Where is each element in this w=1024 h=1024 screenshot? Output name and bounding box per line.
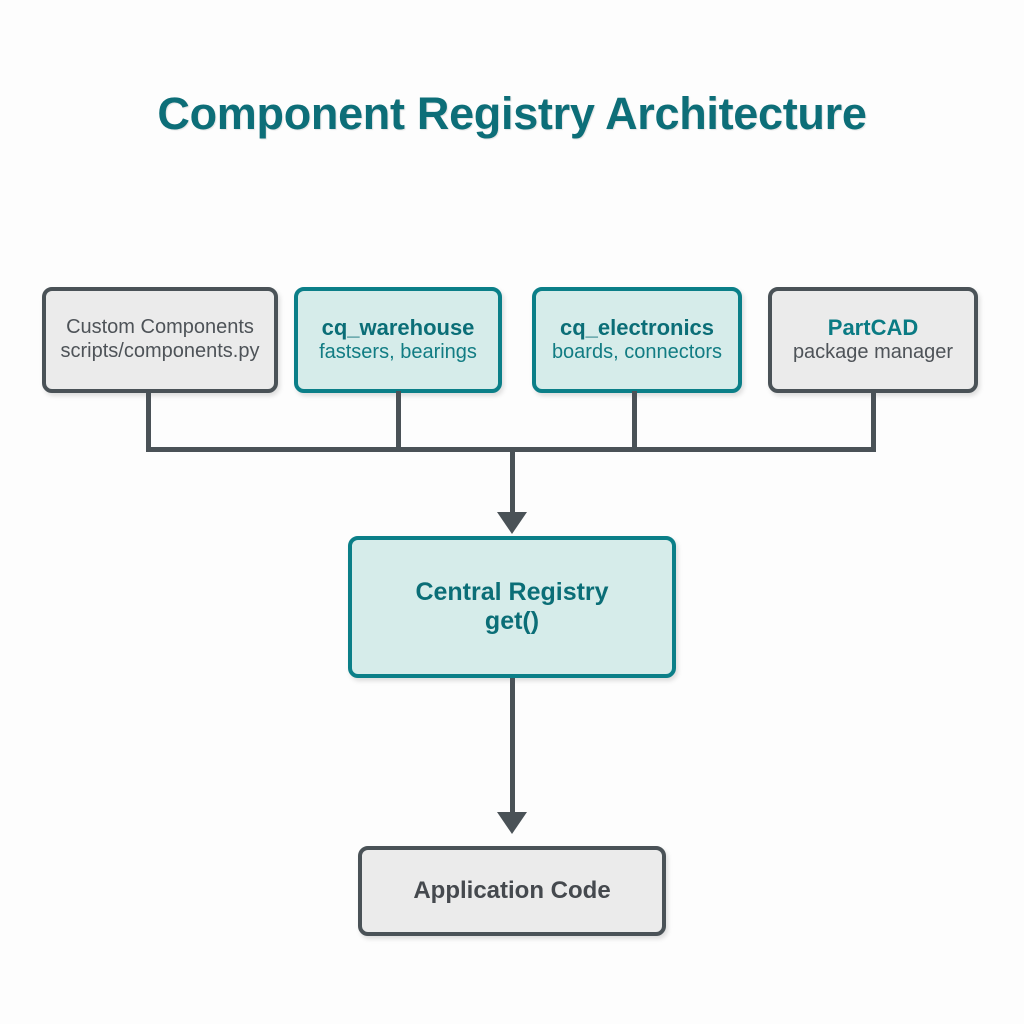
node-partcad[interactable]: PartCAD package manager [768,287,978,393]
arrow-down-icon [497,812,527,834]
connector-stub-cq-electronics [632,391,637,451]
node-custom-components[interactable]: Custom Components scripts/components.py [42,287,278,393]
connector-stub-cq-warehouse [396,391,401,451]
node-cq-electronics-title: cq_electronics [559,315,715,341]
connector-stub-partcad [871,391,876,451]
node-partcad-subtitle: package manager [792,341,954,364]
node-custom-components-title: Custom Components [66,316,254,339]
node-cq-warehouse-subtitle: fastsers, bearings [319,341,477,364]
arrow-registry-to-application-shaft [510,678,515,820]
arrow-down-icon [497,512,527,534]
page-title: Component Registry Architecture [157,88,867,139]
node-cq-electronics[interactable]: cq_electronics boards, connectors [532,287,742,393]
node-application-code-title: Application Code [413,876,611,904]
node-application-code[interactable]: Application Code [358,846,666,936]
node-cq-electronics-subtitle: boards, connectors [551,341,723,364]
node-cq-warehouse[interactable]: cq_warehouse fastsers, bearings [294,287,502,393]
node-custom-components-subtitle: scripts/components.py [60,340,260,362]
node-central-registry-subtitle: get() [484,607,540,635]
node-central-registry-title: Central Registry [415,577,609,606]
node-central-registry[interactable]: Central Registry get() [348,536,676,678]
node-cq-warehouse-title: cq_warehouse [321,315,475,341]
arrow-sources-to-registry-shaft [510,447,515,525]
connector-stub-custom-components [146,391,151,451]
node-partcad-title: PartCAD [827,315,919,341]
